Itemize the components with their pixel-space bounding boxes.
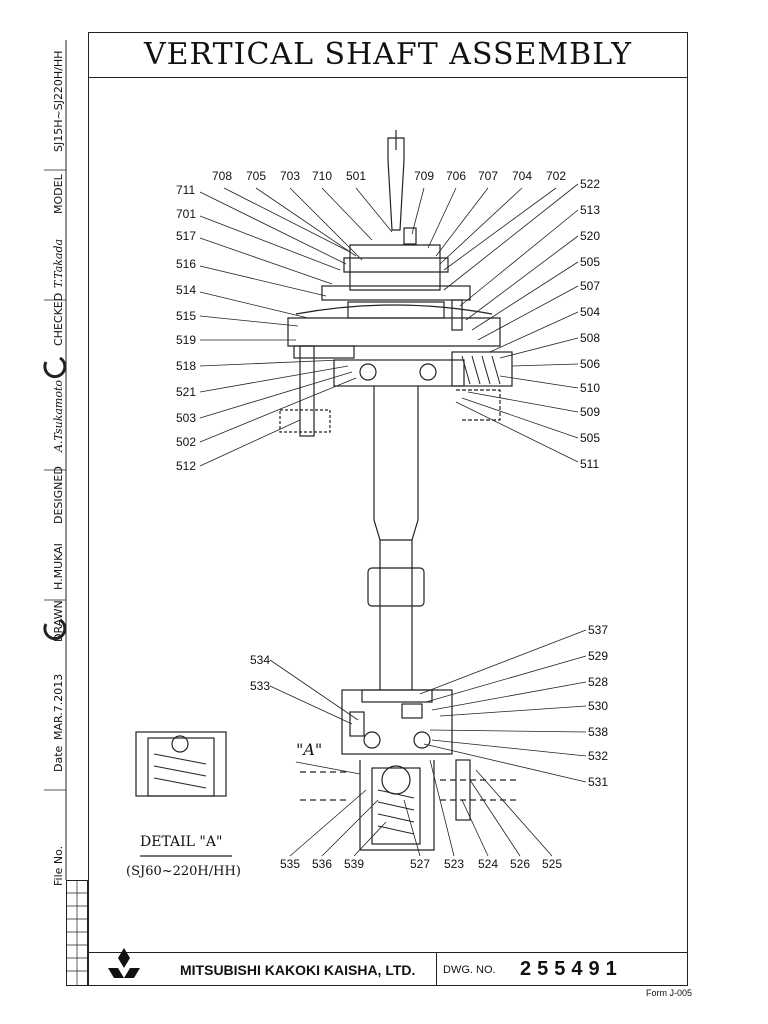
callout-512: 512: [176, 459, 197, 473]
callout-527: 527: [410, 857, 431, 871]
dwg-number: 255491: [520, 958, 623, 980]
callout-510: 510: [580, 381, 601, 395]
callout-531: 531: [588, 775, 609, 789]
dwg-no-box: [436, 952, 688, 986]
callout-701: 701: [176, 207, 197, 221]
callout-521: 521: [176, 385, 197, 399]
callout-516: 516: [176, 257, 197, 271]
callout-508: 508: [580, 331, 601, 345]
callout-523: 523: [444, 857, 465, 871]
callout-504: 504: [580, 305, 601, 319]
callout-528: 528: [588, 675, 609, 689]
callout-708: 708: [212, 169, 233, 183]
callout-519: 519: [176, 333, 197, 347]
detail-caption: DETAIL "A": [140, 834, 223, 850]
callout-529: 529: [588, 649, 609, 663]
callout-511: 511: [580, 457, 600, 471]
callout-702: 702: [546, 169, 567, 183]
callout-503: 503: [176, 411, 197, 425]
detail-models: (SJ60~220H/HH): [126, 864, 241, 879]
callout-507: 507: [580, 279, 601, 293]
callout-509: 509: [580, 405, 601, 419]
callout-505: 505: [580, 431, 601, 445]
callout-536: 536: [312, 857, 333, 871]
callout-705: 705: [246, 169, 267, 183]
callout-524: 524: [478, 857, 499, 871]
drawing-title: VERTICAL SHAFT ASSEMBLY: [143, 37, 632, 72]
callout-501: 501: [346, 169, 367, 183]
form-number: Form J-005: [646, 988, 693, 998]
callout-518: 518: [176, 359, 197, 373]
detail-view-marker: "A": [296, 740, 323, 759]
callout-711: 711: [176, 183, 196, 197]
callout-710: 710: [312, 169, 333, 183]
callout-535: 535: [280, 857, 301, 871]
callout-533: 533: [250, 679, 271, 693]
callout-530: 530: [588, 699, 609, 713]
callout-538: 538: [588, 725, 609, 739]
company-name: MITSUBISHI KAKOKI KAISHA, LTD.: [180, 962, 416, 978]
callout-707: 707: [478, 169, 499, 183]
callout-709: 709: [414, 169, 435, 183]
callout-532: 532: [588, 749, 609, 763]
mitsubishi-logo-icon: [108, 948, 140, 978]
callout-514: 514: [176, 283, 197, 297]
callout-525: 525: [542, 857, 563, 871]
callout-539: 539: [344, 857, 365, 871]
callout-506: 506: [580, 357, 601, 371]
title-block-strip: [88, 32, 688, 78]
callout-517: 517: [176, 229, 197, 243]
callout-534: 534: [250, 653, 271, 667]
callout-706: 706: [446, 169, 467, 183]
callout-515: 515: [176, 309, 197, 323]
callout-703: 703: [280, 169, 301, 183]
callout-704: 704: [512, 169, 533, 183]
callout-505: 505: [580, 255, 601, 269]
callout-502: 502: [176, 435, 197, 449]
callout-526: 526: [510, 857, 531, 871]
callout-522: 522: [580, 177, 601, 191]
callout-537: 537: [588, 623, 609, 637]
callout-513: 513: [580, 203, 601, 217]
dwg-no-label: DWG. NO.: [443, 964, 496, 976]
callout-520: 520: [580, 229, 601, 243]
